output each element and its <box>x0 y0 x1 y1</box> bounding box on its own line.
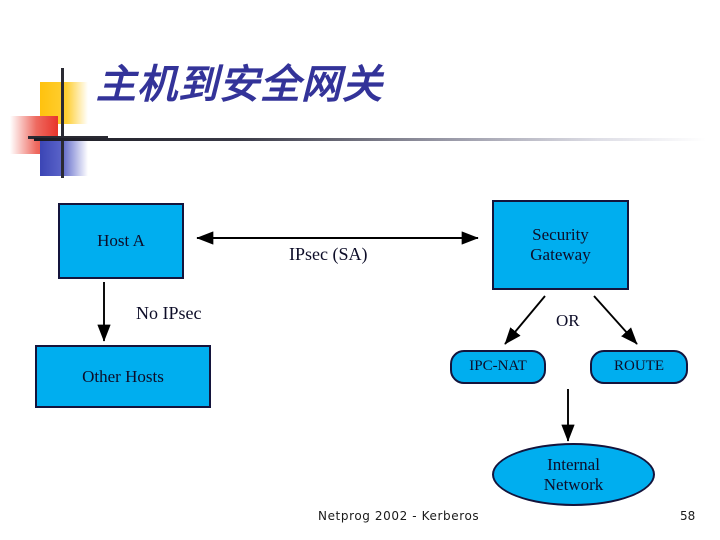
edge-label-ipsec-sa: IPsec (SA) <box>289 244 368 264</box>
footer-page-number: 58 <box>680 509 696 523</box>
title-accent-graphic <box>8 66 128 178</box>
edge-gateway-to-ipc-nat <box>504 295 546 345</box>
node-label-line1: Security <box>532 225 589 245</box>
diagram-node-security-gateway[interactable]: Security Gateway <box>492 200 629 290</box>
page-title: 主机到安全网关 <box>96 63 383 107</box>
footer-caption: Netprog 2002 - Kerberos <box>318 509 480 523</box>
edge-gateway-to-route <box>593 295 638 345</box>
diagram-node-other-hosts[interactable]: Other Hosts <box>35 345 211 408</box>
node-label: Internal Network <box>544 455 603 494</box>
node-label: Security Gateway <box>530 225 590 264</box>
edge-label-no-ipsec: No IPsec <box>136 303 202 323</box>
node-label: Host A <box>97 231 145 251</box>
node-label: Other Hosts <box>82 366 164 386</box>
accent-square-blue <box>40 138 88 176</box>
diagram-node-host-a[interactable]: Host A <box>58 203 184 279</box>
node-label-line2: Gateway <box>530 245 591 264</box>
node-label: IPC-NAT <box>469 358 527 375</box>
diagram-node-internal-network[interactable]: Internal Network <box>492 443 655 506</box>
node-label-line2: Network <box>543 474 604 494</box>
accent-vertical-rule <box>61 68 64 178</box>
title-divider <box>34 138 706 141</box>
node-label-line1: Internal <box>547 454 600 474</box>
diagram-node-route[interactable]: ROUTE <box>590 350 688 384</box>
node-label: ROUTE <box>614 358 664 375</box>
diagram-choice-label-or: OR <box>556 311 580 330</box>
diagram-node-ipc-nat[interactable]: IPC-NAT <box>450 350 546 384</box>
accent-horizontal-rule-short <box>28 136 108 139</box>
